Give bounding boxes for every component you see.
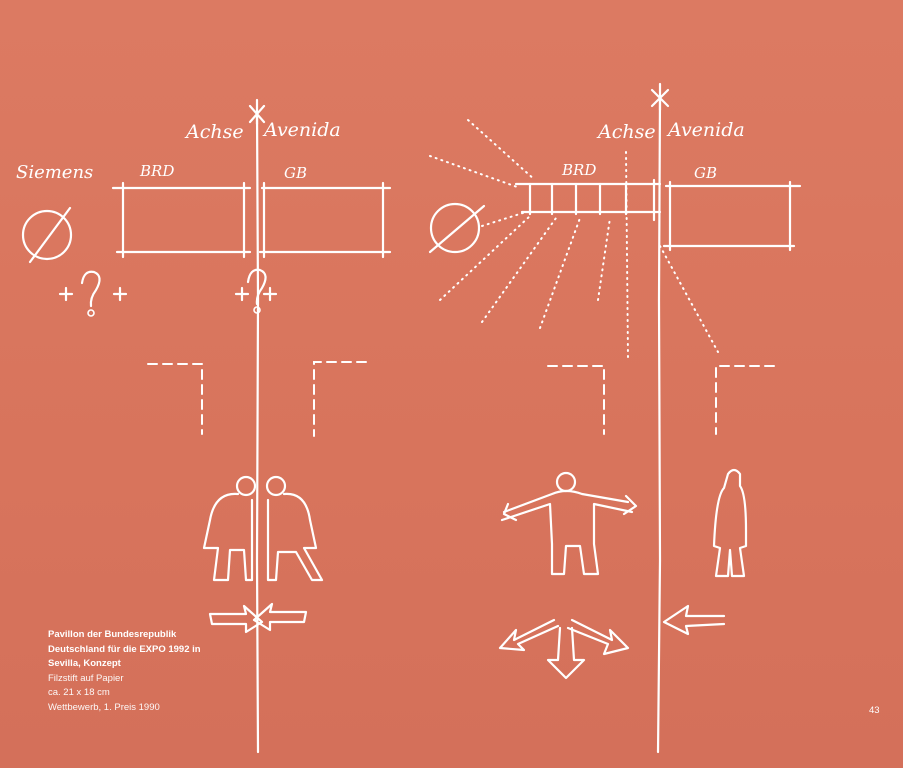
left-axis-label: Achse — [184, 121, 244, 143]
left-two-figures — [202, 475, 324, 582]
right-avenue-label: Avenida — [666, 119, 745, 141]
right-outward-arrows — [498, 618, 630, 680]
page-number: 43 — [869, 705, 880, 716]
right-axis-star — [650, 82, 670, 112]
caption: Pavillon der Bundesrepublik Deutschland … — [48, 628, 218, 715]
left-question-marks — [58, 268, 278, 317]
right-open-arms-figure — [500, 471, 638, 576]
left-brd-label: BRD — [139, 162, 174, 180]
left-gb-label: GB — [284, 164, 307, 182]
right-gb-box — [662, 180, 802, 252]
right-radiating-lines — [429, 119, 719, 359]
left-dash-corner-1 — [147, 363, 203, 435]
right-axis-label: Achse — [596, 121, 656, 143]
left-axis-line — [255, 110, 260, 754]
right-brd-label: BRD — [561, 161, 596, 179]
left-dash-corner-2 — [313, 361, 367, 437]
left-brd-box — [111, 181, 252, 259]
right-dash-corner-2 — [715, 365, 775, 435]
caption-size: ca. 21 x 18 cm — [48, 687, 110, 698]
right-standing-figure — [712, 468, 748, 578]
left-axis-star — [248, 98, 266, 126]
left-siemens-symbol — [21, 206, 73, 264]
siemens-label: Siemens — [16, 162, 93, 183]
caption-title: Pavillon der Bundesrepublik Deutschland … — [48, 629, 201, 669]
left-inward-arrows — [208, 602, 308, 634]
caption-note: Wettbewerb, 1. Preis 1990 — [48, 701, 160, 713]
left-gb-box — [258, 181, 392, 259]
right-inward-arrow — [662, 604, 726, 636]
right-brd-grid — [514, 178, 662, 222]
caption-medium: Filzstift auf Papier — [48, 672, 124, 684]
right-axis-line — [656, 94, 662, 754]
right-dash-corner-1 — [547, 365, 605, 435]
right-siemens-symbol — [428, 202, 486, 254]
left-avenue-label: Avenida — [262, 119, 341, 141]
right-gb-label: GB — [694, 164, 717, 182]
